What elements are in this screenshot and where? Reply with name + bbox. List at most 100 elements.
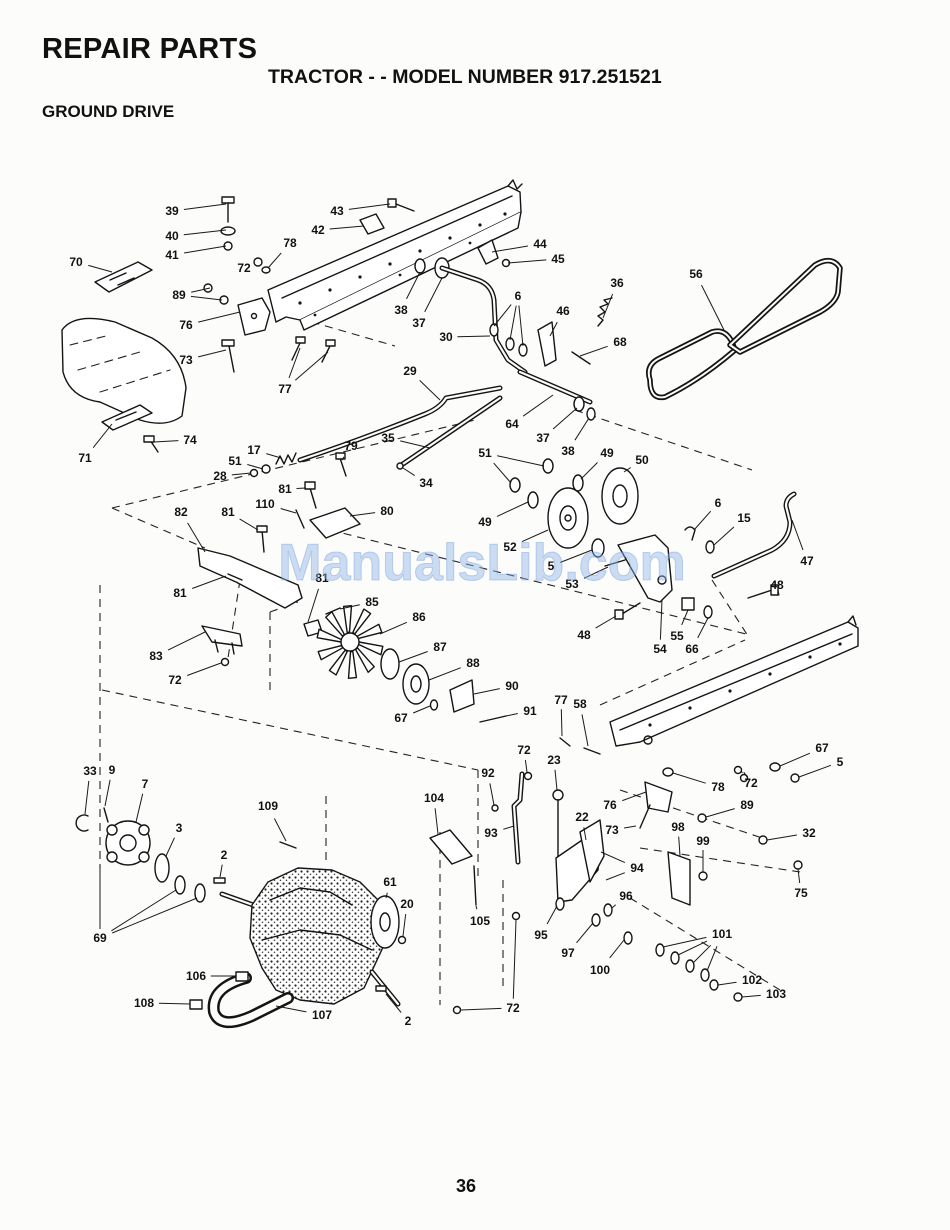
leader-line: [402, 913, 407, 937]
leader-line: [693, 510, 712, 531]
part-callout: 93: [484, 826, 498, 840]
leader-line: [743, 771, 748, 778]
leader-line: [777, 589, 780, 596]
part-callout: 6: [515, 289, 522, 303]
leader-line: [475, 905, 478, 910]
part-callout: 88: [466, 656, 480, 670]
part-callout: 71: [78, 451, 92, 465]
part-callout: 2: [405, 1014, 412, 1028]
part-callout: 7: [142, 777, 149, 791]
part-callout: 39: [165, 204, 179, 218]
part-callout: 33: [83, 764, 97, 778]
leader-line: [605, 872, 625, 881]
transaxle: [219, 867, 407, 1007]
leader-line: [512, 919, 517, 999]
part-callout: 100: [590, 963, 610, 977]
part-callout: 85: [365, 595, 379, 609]
part-callout: 73: [605, 823, 619, 837]
leader-line: [521, 529, 549, 543]
leader-line: [579, 345, 608, 357]
part-callout: 94: [630, 861, 644, 875]
leader-line: [595, 615, 617, 629]
part-callout: 36: [610, 276, 624, 290]
wheel-hub: [75, 807, 297, 903]
part-callout: 72: [168, 673, 182, 687]
part-callout: 92: [481, 766, 495, 780]
part-callout: 110: [255, 497, 275, 511]
leader-line: [797, 868, 801, 884]
leader-line: [183, 229, 227, 236]
part-callout: 72: [744, 776, 758, 790]
part-callout: 68: [613, 335, 627, 349]
leader-line: [341, 456, 345, 461]
leader-line: [111, 889, 177, 932]
leader-line: [681, 609, 689, 626]
part-callout: 38: [561, 444, 575, 458]
part-callout: 5: [548, 559, 555, 573]
part-callout: 40: [165, 229, 179, 243]
part-callout: 48: [770, 578, 784, 592]
part-callout: 52: [503, 540, 517, 554]
part-callout: 89: [172, 288, 186, 302]
part-callout: 86: [412, 610, 426, 624]
leader-line: [165, 837, 175, 857]
fan-blade: [347, 650, 358, 679]
part-callout: 58: [573, 697, 587, 711]
leader-line: [576, 922, 594, 944]
lower-right-hardware: [559, 737, 803, 906]
part-callout: 46: [556, 304, 570, 318]
idler-bracket: [591, 491, 797, 620]
part-callout: 48: [577, 628, 591, 642]
leader-line: [580, 462, 598, 480]
leader-line: [706, 946, 718, 972]
leader-line: [296, 487, 307, 489]
part-callout: 51: [478, 446, 492, 460]
leader-line: [275, 1005, 307, 1013]
leader-line: [294, 351, 329, 381]
leader-line: [153, 440, 179, 443]
leader-line: [183, 203, 227, 210]
part-callout: 90: [505, 679, 519, 693]
part-callout: 108: [134, 996, 154, 1010]
leader-line: [273, 818, 287, 842]
leader-line: [717, 981, 737, 986]
part-callout: 69: [93, 931, 107, 945]
fan-blade: [325, 611, 345, 637]
part-callout: 99: [696, 834, 710, 848]
leader-line: [112, 897, 198, 934]
leader-line: [460, 1007, 502, 1011]
leader-line: [158, 1002, 191, 1005]
part-callout: 28: [213, 469, 227, 483]
part-callout: 61: [383, 875, 397, 889]
leader-line: [522, 394, 554, 417]
part-callout: 102: [742, 973, 762, 987]
part-callout: 66: [685, 642, 699, 656]
leader-line: [385, 993, 402, 1013]
leader-line: [192, 575, 227, 589]
leader-line: [493, 462, 512, 484]
leader-line: [600, 851, 626, 864]
leader-line: [198, 311, 241, 323]
leader-line: [400, 440, 431, 449]
part-callout: 64: [505, 417, 519, 431]
leader-line: [92, 423, 113, 449]
leader-line: [307, 588, 319, 623]
variable-speed-pulleys: [509, 458, 639, 549]
leader-line: [280, 508, 297, 514]
leader-line: [385, 892, 388, 899]
leader-line: [560, 709, 563, 737]
leader-line: [581, 714, 589, 747]
leader-line: [288, 347, 301, 379]
shift-rod-29: [249, 385, 503, 478]
leader-line: [489, 783, 495, 806]
leader-line: [559, 549, 593, 563]
leader-line: [552, 407, 578, 430]
leader-line: [428, 667, 461, 681]
part-callout: 81: [221, 505, 235, 519]
leader-line: [266, 453, 282, 459]
part-callout: 34: [419, 476, 433, 490]
leader-line: [583, 566, 609, 579]
part-callout: 76: [603, 798, 617, 812]
part-callout: 73: [179, 353, 193, 367]
leader-line: [509, 305, 517, 341]
